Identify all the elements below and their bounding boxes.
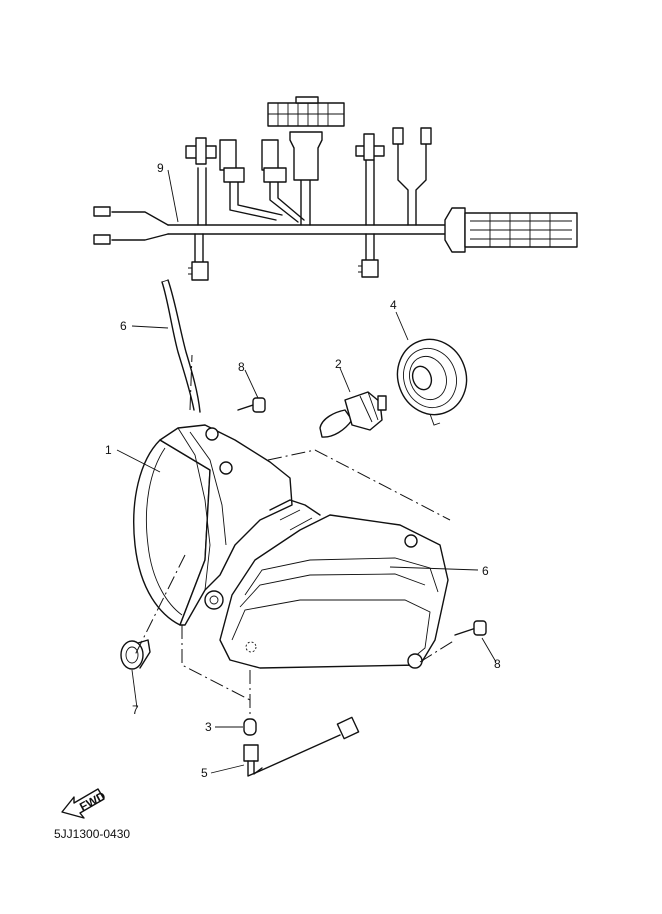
wire-harness [93, 96, 578, 281]
assembly-guide-lines [134, 354, 456, 715]
part-code: 5JJ1300-0430 [54, 827, 130, 841]
callout-3: 3 [205, 720, 212, 734]
callout-5: 5 [201, 766, 208, 780]
callout-2: 2 [335, 357, 342, 371]
callout-7: 7 [132, 703, 139, 717]
callout-6-seal-upper: 6 [120, 319, 127, 333]
screw-upper [237, 397, 266, 413]
callout-8-lower: 8 [494, 657, 501, 671]
callout-4: 4 [390, 298, 397, 312]
callout-9: 9 [157, 161, 164, 175]
fwd-label: FWD [77, 789, 108, 814]
callout-1: 1 [105, 443, 112, 457]
grommet [120, 639, 151, 670]
callout-8-upper: 8 [238, 360, 245, 374]
bulb-cover [396, 338, 468, 426]
leader-lines [116, 169, 497, 774]
bulb-socket [243, 718, 257, 736]
fwd-arrow-icon: FWD [61, 788, 108, 819]
seal-strip-upper [161, 279, 201, 413]
position-bulb-lead [243, 716, 360, 777]
headlight-housing [133, 424, 449, 669]
callout-6-seal-lower: 6 [482, 564, 489, 578]
screw-lower [454, 620, 487, 636]
bulb [319, 391, 387, 438]
